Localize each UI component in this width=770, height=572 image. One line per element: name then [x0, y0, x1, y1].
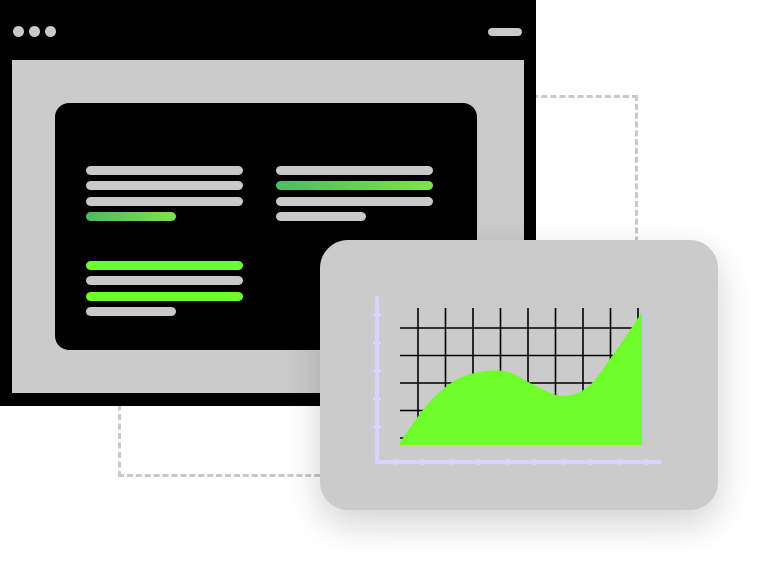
text-line [86, 307, 176, 316]
menu-icon[interactable] [488, 28, 522, 36]
x-axis-tick [503, 458, 511, 466]
text-line [86, 276, 243, 285]
chart-card [320, 240, 718, 510]
x-axis-tick [475, 458, 483, 466]
x-axis-tick [531, 458, 539, 466]
text-line [276, 197, 433, 206]
x-axis-tick [391, 458, 399, 466]
title-bar [0, 0, 536, 60]
x-axis-tick [447, 458, 455, 466]
window-dot-icon[interactable] [13, 26, 24, 37]
accent-line [86, 261, 243, 270]
text-line [276, 166, 433, 175]
window-dot-icon[interactable] [29, 26, 40, 37]
x-axis-tick [587, 458, 595, 466]
accent-line [86, 292, 243, 301]
x-axis-tick [559, 458, 567, 466]
text-line [86, 166, 243, 175]
window-dot-icon[interactable] [45, 26, 56, 37]
text-line [86, 197, 243, 206]
dashed-outline-bottom [118, 395, 338, 477]
area-series [400, 312, 642, 445]
highlight-line [86, 212, 176, 221]
text-line [86, 181, 243, 190]
x-axis-tick [419, 458, 427, 466]
text-line [276, 212, 366, 221]
area-chart [373, 296, 662, 466]
x-axis-tick [615, 458, 623, 466]
x-axis-tick [643, 458, 651, 466]
highlight-line [276, 181, 433, 190]
